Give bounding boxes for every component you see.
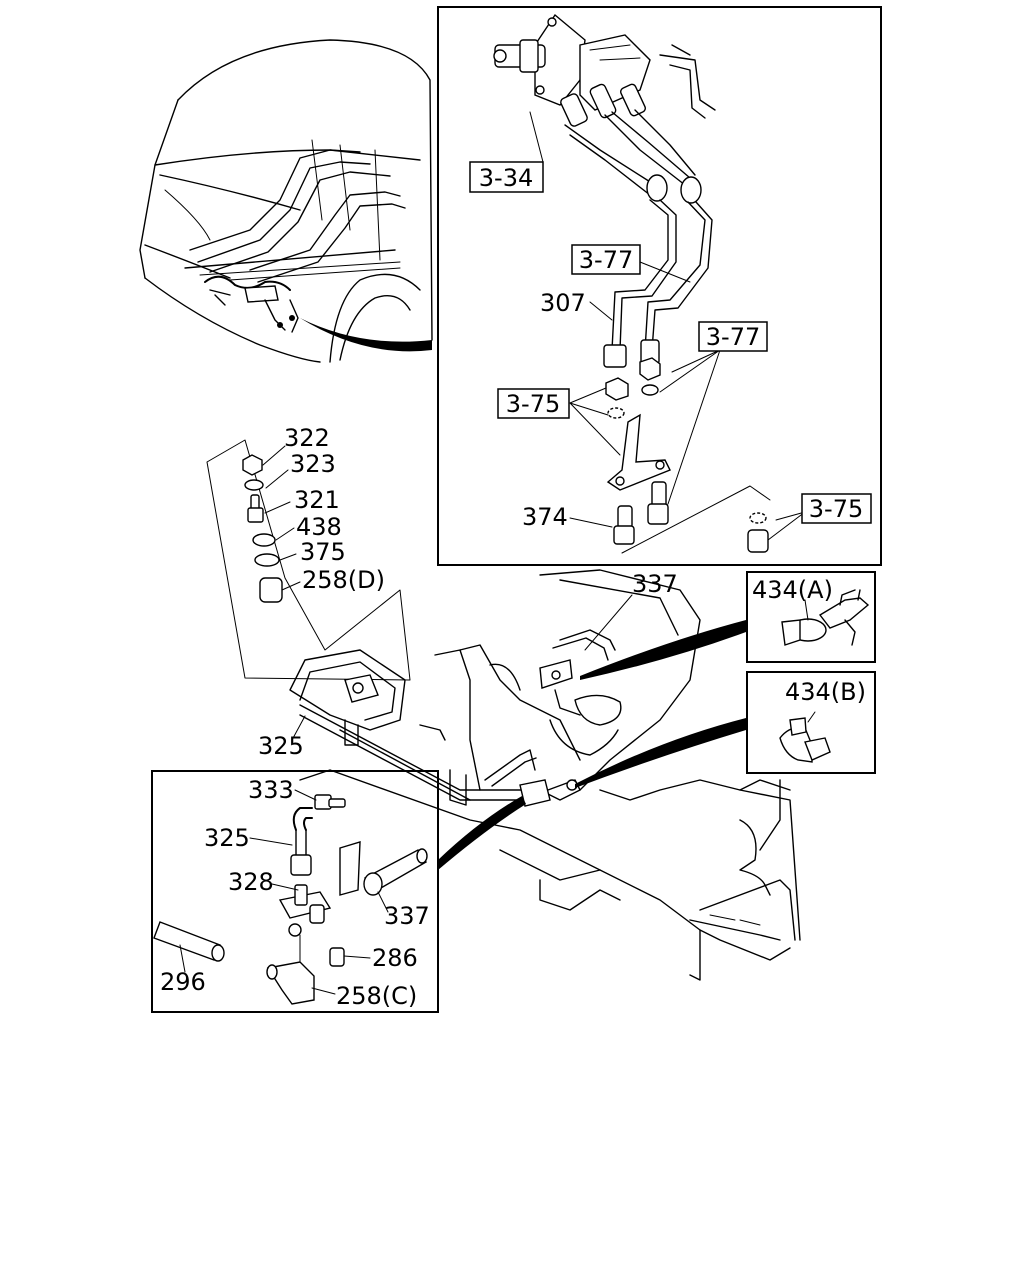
callout-3-75-right-text: 3-75 bbox=[809, 495, 863, 523]
detail-box-434b bbox=[746, 671, 876, 774]
label-375: 375 bbox=[300, 538, 346, 566]
fittings-inset-drawing bbox=[153, 789, 428, 1005]
label-325-inset: 325 bbox=[204, 824, 250, 852]
label-286: 286 bbox=[372, 944, 418, 972]
clip-434a-drawing bbox=[781, 589, 870, 646]
label-337-top: 337 bbox=[632, 570, 678, 598]
label-434a: 434(A) bbox=[752, 576, 833, 604]
callout-3-34: 3-34 bbox=[469, 161, 544, 193]
callout-wedge-434a bbox=[580, 620, 746, 680]
label-438: 438 bbox=[296, 513, 342, 541]
chassis-drawing bbox=[289, 569, 801, 981]
label-307: 307 bbox=[540, 289, 586, 317]
callout-wedge bbox=[300, 318, 432, 352]
callout-3-75-right: 3-75 bbox=[801, 493, 872, 524]
callout-wedge-inset bbox=[438, 796, 526, 870]
truck-cab-drawing bbox=[139, 39, 433, 363]
label-434b: 434(B) bbox=[785, 678, 866, 706]
callout-3-75-left-text: 3-75 bbox=[506, 390, 560, 418]
label-337-inset: 337 bbox=[384, 902, 430, 930]
label-321: 321 bbox=[294, 486, 340, 514]
label-328: 328 bbox=[228, 868, 274, 896]
label-258c: 258(C) bbox=[336, 982, 417, 1010]
label-333: 333 bbox=[248, 776, 294, 804]
upper-inset-small-parts bbox=[605, 357, 771, 554]
label-322: 322 bbox=[284, 424, 330, 452]
callout-3-77-upper-text: 3-77 bbox=[579, 246, 633, 274]
leader-337-top bbox=[584, 594, 633, 651]
leader-325-main bbox=[291, 715, 306, 741]
label-374: 374 bbox=[522, 503, 568, 531]
label-258d: 258(D) bbox=[302, 566, 385, 594]
upper-inset-leaders bbox=[529, 111, 806, 541]
label-323: 323 bbox=[290, 450, 336, 478]
master-cylinder-drawing bbox=[493, 13, 716, 368]
label-296: 296 bbox=[160, 968, 206, 996]
callout-3-77-upper: 3-77 bbox=[571, 244, 641, 275]
exploded-stack-drawing bbox=[206, 439, 411, 681]
callout-wedge-434b bbox=[575, 718, 746, 788]
clip-434b-drawing bbox=[779, 711, 831, 763]
callout-3-34-text: 3-34 bbox=[479, 164, 533, 192]
callout-3-75-left: 3-75 bbox=[497, 388, 570, 419]
inset-frame-top bbox=[437, 6, 882, 566]
inset-frame-bottom bbox=[151, 770, 439, 1013]
label-325-main: 325 bbox=[258, 732, 304, 760]
detail-box-434a bbox=[746, 571, 876, 663]
callout-3-77-lower-text: 3-77 bbox=[706, 323, 760, 351]
callout-3-77-lower: 3-77 bbox=[698, 321, 768, 352]
